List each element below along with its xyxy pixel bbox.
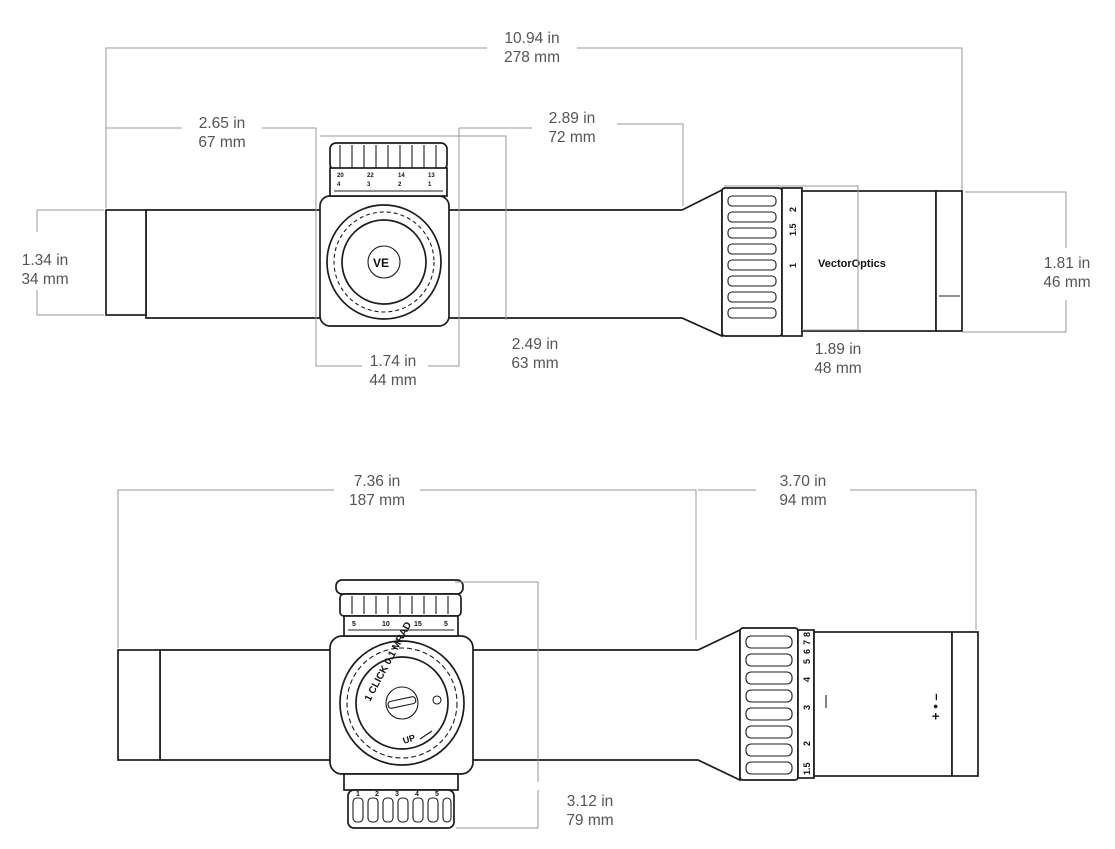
turret-to-objective-in: 2.89 in	[549, 110, 596, 127]
eyepiece-length-mm: 48 mm	[814, 360, 861, 377]
top-view-labels: 10.94 in 278 mm 2.65 in 67 mm 2.89 in 72…	[21, 30, 1090, 389]
svg-text:4: 4	[337, 182, 341, 188]
turret-width-mm: 44 mm	[369, 372, 416, 389]
side-view-scope: 5 10 15 5 1 CLICK 0.1 MRAD UP 1 2 3 4 5	[117, 579, 979, 829]
svg-text:20: 20	[337, 173, 344, 179]
turret-scale-top: 20 22 14 13 4 3 2 1	[334, 173, 443, 192]
turret-direction-text: UP	[402, 733, 417, 746]
ocular-end-cap	[105, 209, 147, 316]
svg-text:1: 1	[428, 182, 432, 188]
windage-dial-inner	[355, 656, 449, 750]
turret-to-objective-mm: 72 mm	[548, 129, 595, 146]
zero-dot-icon	[432, 695, 442, 705]
svg-text:13: 13	[428, 173, 435, 179]
svg-text:3: 3	[802, 705, 812, 710]
overall-length-mm: 278 mm	[504, 49, 560, 66]
eyepiece-section-in: 3.70 in	[780, 473, 827, 490]
brand-logo: VectorOptics	[818, 258, 886, 270]
mount-length-in: 2.49 in	[512, 336, 559, 353]
side-magnification-ring	[739, 627, 799, 781]
mount-length-mm: 63 mm	[511, 355, 558, 372]
ocular-length-mm: 67 mm	[198, 134, 245, 151]
reticle-symbols: + • –	[928, 693, 943, 720]
svg-text:5: 5	[352, 621, 356, 628]
logo-badge-icon	[367, 245, 401, 279]
svg-text:1: 1	[356, 791, 360, 798]
svg-text:VE: VE	[373, 256, 389, 270]
svg-text:3: 3	[367, 182, 371, 188]
body-length-in: 7.36 in	[354, 473, 401, 490]
svg-text:4: 4	[415, 791, 419, 798]
side-view-labels: 7.36 in 187 mm 3.70 in 94 mm 3.12 in 79 …	[349, 473, 827, 829]
turret-height-in: 3.12 in	[567, 793, 614, 810]
side-eyepiece-body	[813, 631, 953, 777]
svg-text:14: 14	[398, 173, 405, 179]
top-view-scope: 20 22 14 13 4 3 2 1 VE 2 1.5 1 VectorO	[105, 142, 963, 338]
top-view-dimensions	[36, 47, 1067, 367]
side-view-dimensions	[117, 489, 977, 829]
svg-text:8: 8	[802, 632, 812, 637]
overall-length-in: 10.94 in	[504, 30, 559, 47]
svg-text:1.5: 1.5	[788, 223, 798, 236]
slot-screw-icon	[387, 696, 417, 709]
svg-text:5: 5	[435, 791, 439, 798]
svg-text:6: 6	[802, 649, 812, 654]
svg-text:2: 2	[788, 207, 798, 212]
svg-text:1: 1	[788, 263, 798, 268]
side-turret-scale	[343, 615, 459, 637]
body-length-mm: 187 mm	[349, 492, 405, 509]
svg-text:15: 15	[414, 621, 422, 628]
tube-diameter-in: 1.34 in	[22, 252, 69, 269]
objective-diameter-in: 1.81 in	[1044, 255, 1091, 272]
tube-diameter-mm: 34 mm	[21, 271, 68, 288]
svg-text:5: 5	[802, 659, 812, 664]
ocular-length-in: 2.65 in	[199, 115, 246, 132]
turret-height-mm: 79 mm	[566, 812, 613, 829]
svg-text:10: 10	[382, 621, 390, 628]
eyepiece-section-mm: 94 mm	[779, 492, 826, 509]
svg-text:7: 7	[802, 640, 812, 645]
svg-text:1.5: 1.5	[802, 762, 812, 775]
svg-text:22: 22	[367, 173, 374, 179]
svg-text:2: 2	[398, 182, 402, 188]
turret-width-in: 1.74 in	[370, 353, 417, 370]
side-ocular-cap	[117, 649, 161, 761]
eyepiece-length-in: 1.89 in	[815, 341, 862, 358]
objective-diameter-mm: 46 mm	[1043, 274, 1090, 291]
side-eyepiece-cap	[951, 631, 979, 777]
turret-knob-inner	[341, 219, 427, 305]
svg-text:2: 2	[802, 741, 812, 746]
svg-text:3: 3	[395, 791, 399, 798]
svg-text:4: 4	[802, 677, 812, 682]
svg-text:5: 5	[444, 621, 448, 628]
svg-text:2: 2	[375, 791, 379, 798]
magnification-ring	[721, 187, 783, 337]
eyepiece-body	[801, 190, 937, 332]
eyepiece-cap	[935, 190, 963, 332]
